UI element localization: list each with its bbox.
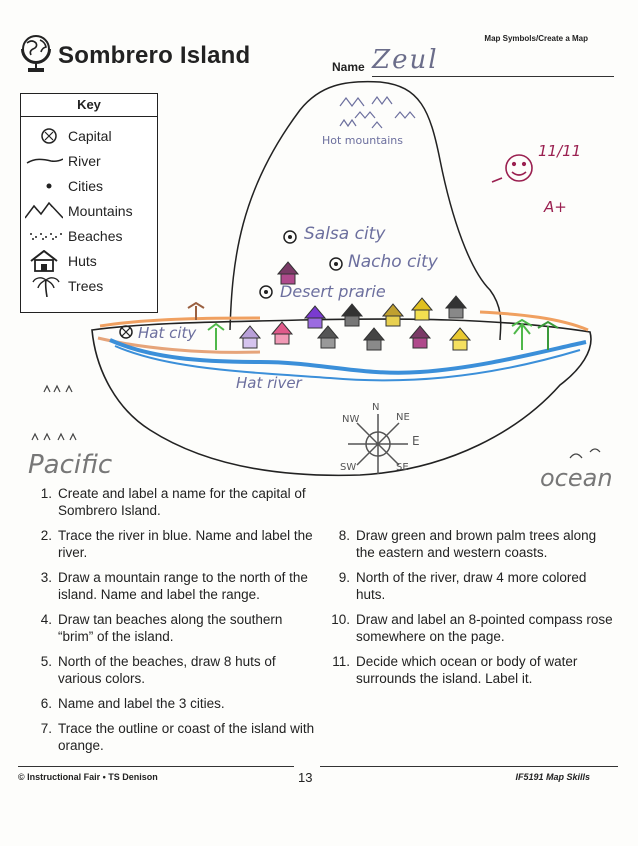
instruction-10: 10.Draw and label an 8-pointed compass r… (331, 612, 613, 644)
compass-e: E (412, 434, 420, 448)
compass-se: SE (396, 462, 409, 473)
city-label-desert: Desert prarie (280, 282, 386, 301)
key-item-huts: Huts (21, 249, 157, 274)
island-brim (91, 318, 592, 477)
river (109, 338, 587, 375)
mountains-icon (25, 201, 63, 219)
instruction-4: 4.Draw tan beaches along the southern “b… (40, 612, 283, 644)
orange-coast (99, 310, 589, 332)
mountains-sketch (339, 95, 416, 129)
instruction-3: 3.Draw a mountain range to the north of … (40, 570, 308, 602)
key-item-capital: Capital (21, 124, 157, 149)
series-label: Map Symbols/Create a Map (484, 34, 588, 43)
instructions-left: 1.Create and label a name for the capita… (28, 485, 318, 762)
ocean-label-left: Pacific (28, 450, 113, 480)
key-item-trees: Trees (21, 274, 157, 299)
ocean-label-right: ocean (540, 464, 613, 492)
teacher-smiley (491, 154, 533, 183)
footer-rule-left (18, 766, 294, 767)
river-label: Hat river (236, 374, 302, 392)
beach-dots-icon (30, 233, 62, 240)
page-title: Sombrero Island (58, 42, 251, 69)
hut-icon (30, 250, 58, 272)
compass-ne: NE (396, 412, 410, 423)
river-icon (26, 158, 63, 164)
grade-label: A+ (544, 198, 567, 216)
map-key: Key Capital River Cities Mountains Beach… (20, 93, 158, 313)
title-row: Sombrero Island (18, 30, 251, 76)
key-item-cities: Cities (21, 174, 157, 199)
name-value: Zeul (372, 45, 439, 75)
city-label-salsa: Salsa city (304, 224, 386, 244)
capital-label: Hat city (138, 324, 197, 342)
name-label: Name (332, 60, 365, 74)
instruction-5: 5.North of the beaches, draw 8 huts of v… (40, 654, 276, 686)
footer-rule-right (320, 766, 618, 767)
city-label-nacho: Nacho city (348, 252, 438, 272)
instruction-11: 11.Decide which ocean or body of water s… (332, 654, 578, 686)
instruction-6: 6.Name and label the 3 cities. (40, 696, 225, 711)
page-number: 13 (298, 770, 313, 785)
footer-publisher: © Instructional Fair • TS Denison (18, 772, 158, 782)
instruction-1: 1.Create and label a name for the capita… (40, 486, 306, 518)
grade-date: 11/11 (538, 142, 582, 160)
name-line (372, 76, 614, 77)
key-item-river: River (21, 149, 157, 174)
footer-product: IF5191 Map Skills (515, 772, 590, 782)
compass-nw: NW (342, 414, 360, 425)
instruction-8: 8.Draw green and brown palm trees along … (338, 528, 597, 560)
instructions-right: 8.Draw green and brown palm trees along … (326, 527, 616, 695)
compass-sw: SW (340, 462, 357, 473)
instruction-7: 7.Trace the outline or coast of the isla… (40, 721, 315, 753)
key-item-mountains: Mountains (21, 199, 157, 224)
key-item-beaches: Beaches (21, 224, 157, 249)
mountain-outline (229, 80, 502, 341)
compass-rose (348, 414, 408, 474)
compass-n: N (372, 402, 380, 413)
palm-trees (187, 301, 559, 350)
instruction-9: 9.North of the river, draw 4 more colore… (338, 570, 587, 602)
palm-tree-icon (32, 277, 60, 297)
city-dot-icon (46, 183, 52, 189)
mountains-label: Hot mountains (322, 134, 404, 147)
key-title: Key (21, 94, 157, 117)
map-drawing (31, 80, 601, 477)
ocean-waves (31, 384, 601, 459)
instruction-2: 2.Trace the river in blue. Name and labe… (40, 528, 313, 560)
capital-icon (41, 128, 57, 144)
globe-icon (21, 35, 51, 72)
huts (238, 261, 472, 351)
